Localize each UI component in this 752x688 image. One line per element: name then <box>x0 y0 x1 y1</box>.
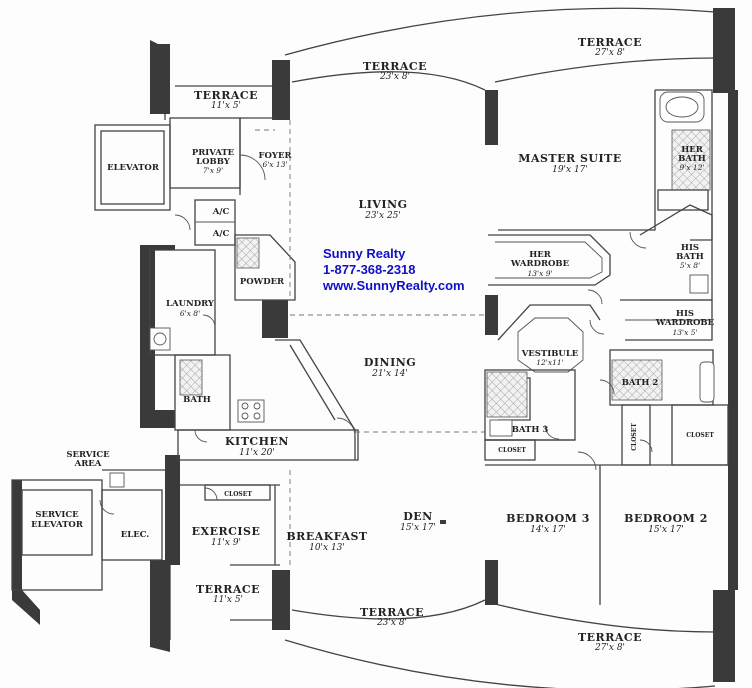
private-lobby-dim: 7'x 9' <box>203 166 223 175</box>
laundry-name: LAUNDRY <box>166 299 215 309</box>
watermark-phone: 1-877-368-2318 <box>323 262 416 277</box>
foyer-dim: 6'x 13' <box>262 160 287 169</box>
terrace-bottom-right-name: TERRACE <box>578 631 642 644</box>
exercise-name: EXERCISE <box>192 525 261 538</box>
ac1-name: A/C <box>212 207 230 217</box>
foyer-name: FOYER <box>258 151 292 161</box>
watermark-website[interactable]: www.SunnyRealty.com <box>322 278 465 293</box>
his-wardrobe-name-2: WARDROBE <box>655 318 715 328</box>
bedroom2-name: BEDROOM 2 <box>624 512 708 525</box>
interior-walls <box>11 89 729 605</box>
structural-walls <box>12 8 738 682</box>
terrace-bottom-mid-name: TERRACE <box>360 606 424 619</box>
elec-name: ELEC. <box>121 530 150 540</box>
terrace-top-mid-dim: 23'x 8' <box>379 72 410 82</box>
laundry-dim: 6'x 8' <box>180 309 200 318</box>
bedroom3-name: BEDROOM 3 <box>506 512 590 525</box>
living-dim: 23'x 25' <box>364 211 401 221</box>
bath2-name: BATH 2 <box>622 378 659 388</box>
terrace-top-left-dim: 11'x 5' <box>211 101 241 111</box>
bedroom3-dim: 14'x 17' <box>530 525 566 535</box>
terrace-bottom-left-name: TERRACE <box>196 583 260 596</box>
terrace-bottom-mid-dim: 23'x 8' <box>376 618 407 628</box>
bath3-name: BATH 3 <box>512 425 549 435</box>
his-bath-name-2: BATH <box>676 252 704 262</box>
her-wardrobe-name-1: HER <box>529 250 552 260</box>
vestibule-name: VESTIBULE <box>521 349 579 359</box>
terrace-bottom-right-dim: 27'x 8' <box>594 643 625 653</box>
her-bath-name-1: HER <box>681 145 704 155</box>
kitchen-name: KITCHEN <box>225 435 289 448</box>
her-bath-dim: 9'x 12' <box>679 163 704 172</box>
closet-bed3-name: CLOSET <box>498 447 526 454</box>
dining-dim: 21'x 14' <box>371 369 408 379</box>
terrace-bottom-left-dim: 11'x 5' <box>213 595 243 605</box>
closet-bed2b-name: CLOSET <box>686 432 714 439</box>
his-bath-dim: 5'x 8' <box>680 261 700 270</box>
living-name: LIVING <box>358 198 407 211</box>
breakfast-dim: 10'x 13' <box>309 543 345 553</box>
closet-exercise-name: CLOSET <box>224 491 252 498</box>
service-elevator-name-2: ELEVATOR <box>31 520 84 530</box>
his-wardrobe-name-1: HIS <box>676 309 694 319</box>
terrace-top-mid-name: TERRACE <box>363 60 427 73</box>
his-wardrobe-dim: 13'x 5' <box>672 328 697 337</box>
elevator-name: ELEVATOR <box>107 163 160 173</box>
terrace-top-right-name: TERRACE <box>578 36 642 49</box>
exercise-dim: 11'x 9' <box>211 538 241 548</box>
private-lobby-name-1: PRIVATE <box>192 148 235 158</box>
her-wardrobe-name-2: WARDROBE <box>510 259 570 269</box>
dining-name: DINING <box>364 356 416 369</box>
den-dim: 15'x 17' <box>400 523 436 533</box>
kitchen-dim: 11'x 20' <box>239 448 275 458</box>
service-area-name-1: SERVICE <box>66 450 110 460</box>
breakfast-name: BREAKFAST <box>286 530 368 543</box>
his-bath-name-1: HIS <box>681 243 699 253</box>
bedroom2-dim: 15'x 17' <box>648 525 684 535</box>
master-suite-name: MASTER SUITE <box>518 152 621 165</box>
realty-watermark: Sunny Realty 1-877-368-2318 www.SunnyRea… <box>322 246 465 293</box>
den-name: DEN <box>403 510 432 523</box>
terrace-top-left-name: TERRACE <box>194 89 258 102</box>
her-wardrobe-dim: 13'x 9' <box>527 269 552 278</box>
bath-left-name: BATH <box>183 395 211 405</box>
closet-bed2a-name: CLOSET <box>631 423 638 451</box>
ac2-name: A/C <box>212 229 230 239</box>
vestibule-dim: 12'x11' <box>536 358 563 367</box>
room-labels: TERRACE 11'x 5' TERRACE 23'x 8' TERRACE … <box>31 36 714 653</box>
master-suite-dim: 19'x 17' <box>552 165 588 175</box>
powder-name: POWDER <box>240 277 285 287</box>
terrace-outlines <box>164 7 716 688</box>
door-swings <box>99 154 653 515</box>
terrace-top-right-dim: 27'x 8' <box>594 48 625 58</box>
service-area-name-2: AREA <box>74 459 102 469</box>
service-elevator-name-1: SERVICE <box>35 510 79 520</box>
watermark-company: Sunny Realty <box>323 246 406 261</box>
her-bath-name-2: BATH <box>678 154 706 164</box>
private-lobby-name-2: LOBBY <box>196 157 231 167</box>
